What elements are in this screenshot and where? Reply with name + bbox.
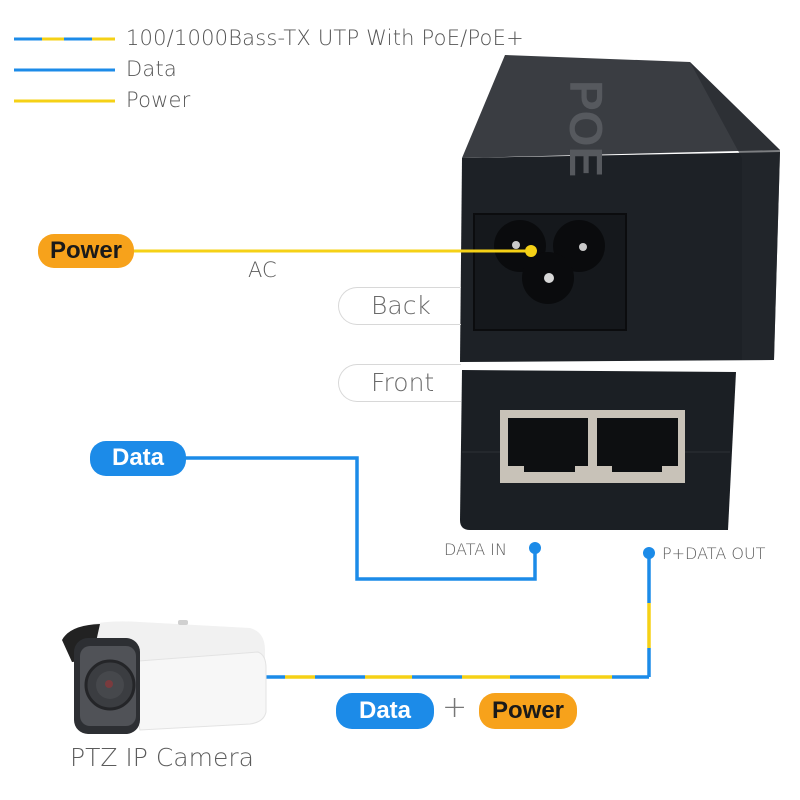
ac-label: AC [248, 258, 277, 282]
legend-label-data: Data [126, 57, 177, 81]
back-label: Back [338, 287, 461, 325]
poe-logo: POE [560, 80, 612, 177]
front-label: Front [338, 364, 461, 402]
data-line [185, 456, 537, 581]
data-in-dot [529, 542, 541, 554]
rj45-port-data-in [508, 418, 588, 472]
data-in-label: DATA IN [444, 540, 507, 559]
camera-label: PTZ IP Camera [70, 743, 254, 772]
poe-injector: POE [460, 55, 780, 530]
camera-body [124, 651, 267, 731]
combined-power-badge: Power [479, 693, 577, 729]
rj45-port-data-out [597, 418, 678, 472]
ac-socket-icon [494, 220, 605, 304]
data-badge: Data [90, 441, 186, 476]
poe-cable-line [262, 553, 651, 679]
ptz-camera [62, 620, 267, 734]
legend-label-poe: 100/1000Bass-TX UTP With PoE/PoE+ [126, 26, 524, 50]
power-connect-dot [525, 245, 537, 257]
legend-label-power: Power [126, 88, 191, 112]
data-out-label: P+DATA OUT [662, 544, 766, 563]
combined-data-badge: Data [336, 693, 434, 729]
power-badge: Power [38, 234, 134, 268]
plus-sign: + [442, 690, 468, 725]
